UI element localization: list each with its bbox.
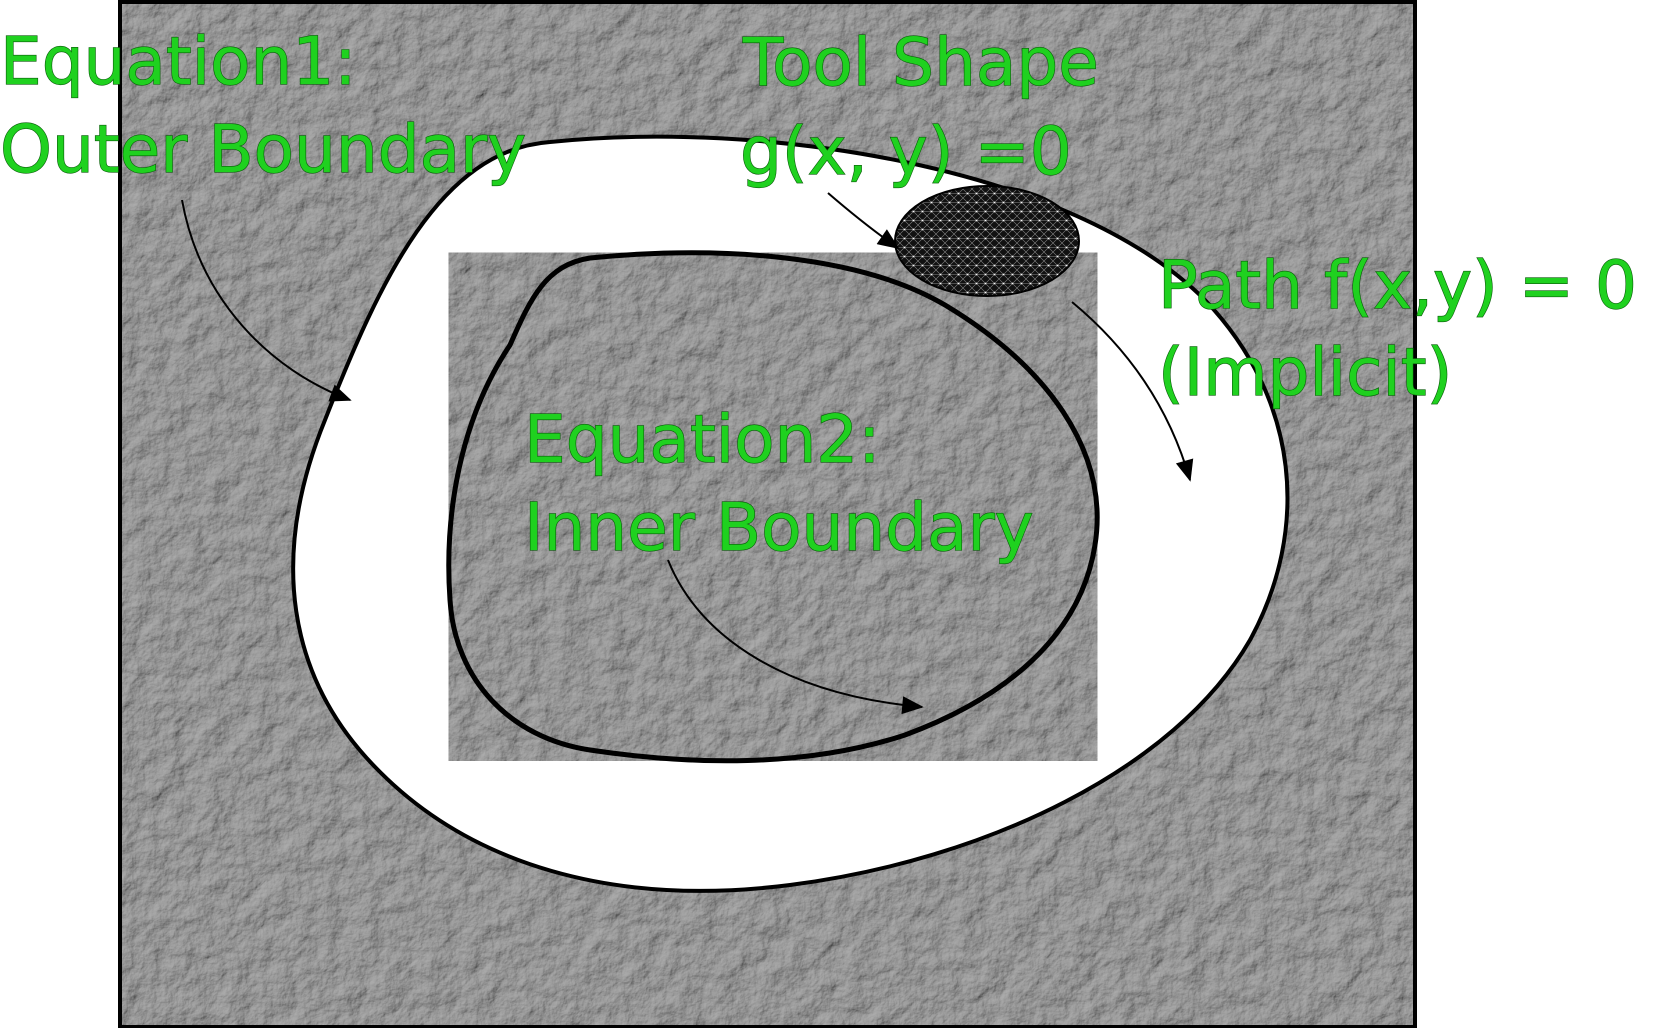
label-path-equation: Path f(x,y) = 0 <box>1158 247 1637 324</box>
arrow-tool-shape <box>827 192 900 250</box>
label-tool-shape-equation: g(x, y) =0 <box>740 113 1072 190</box>
inner-boundary <box>448 252 1098 761</box>
frame-border <box>118 0 1417 1028</box>
arrow-inner-boundary <box>667 559 924 715</box>
label-equation2-title: Equation2: <box>524 401 881 478</box>
label-equation1-title: Equation1: <box>0 23 357 100</box>
arrow-path-direction <box>1071 301 1194 482</box>
label-equation2-subtitle: Inner Boundary <box>524 489 1034 566</box>
label-tool-shape-title: Tool Shape <box>742 24 1099 101</box>
label-equation1-subtitle: Outer Boundary <box>0 111 526 188</box>
tool-shape <box>894 185 1080 297</box>
inner-boundary-outline <box>446 250 1100 764</box>
label-path-implicit: (Implicit) <box>1158 334 1452 411</box>
arrow-outer-boundary <box>181 199 352 402</box>
